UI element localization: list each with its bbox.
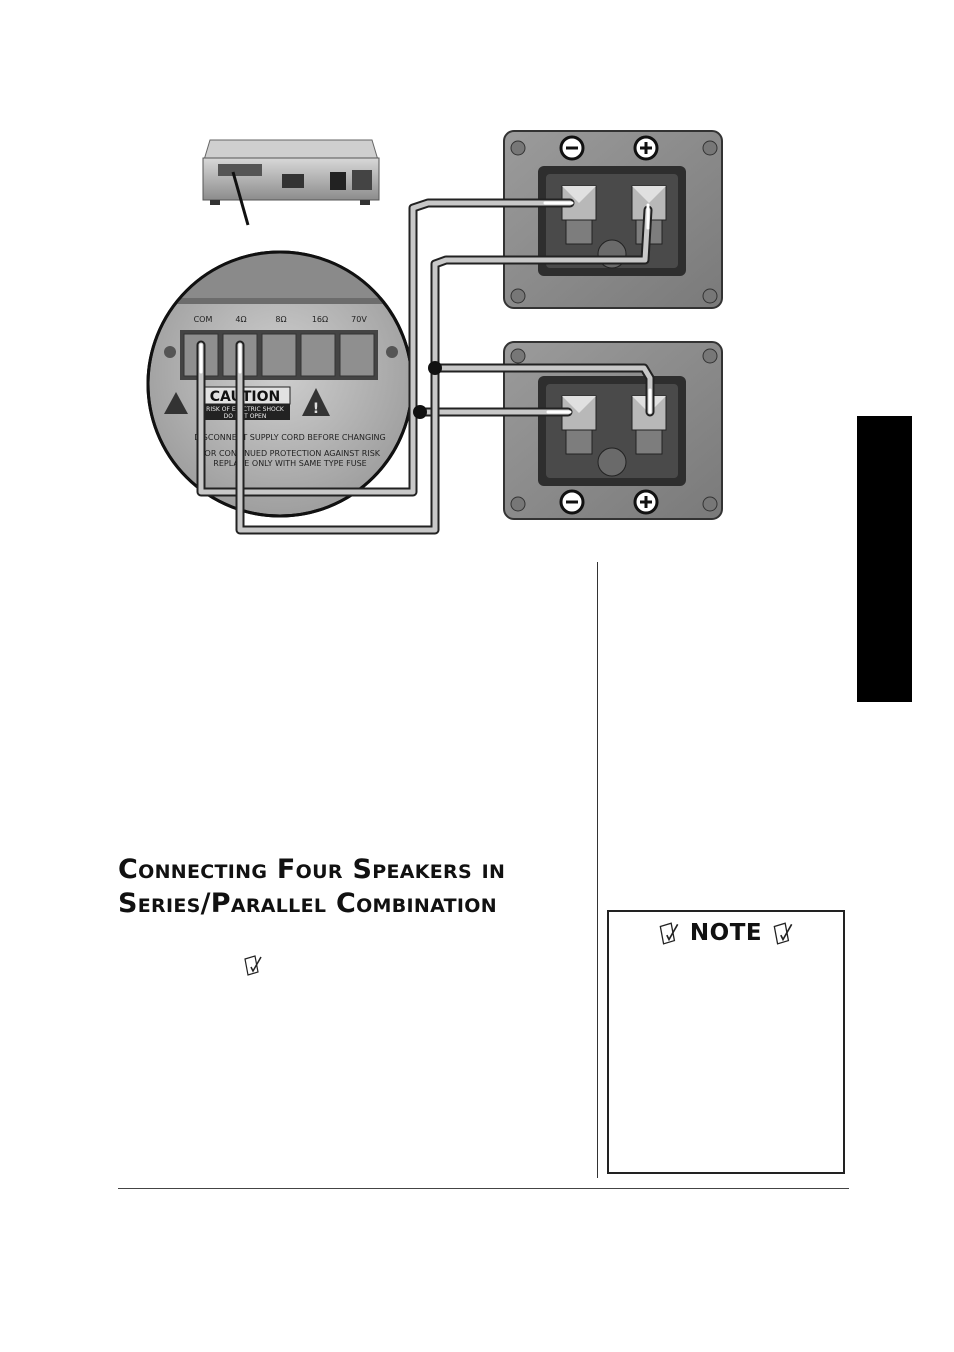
terminal-label-70v: 70V xyxy=(351,315,367,324)
warning-line-1: DISCONNECT SUPPLY CORD BEFORE CHANGING xyxy=(194,433,385,442)
speaker-2-negative-terminal xyxy=(561,395,597,455)
terminal-label-8ohm: 8Ω xyxy=(275,315,286,324)
warning-triangle-left-icon xyxy=(164,392,188,414)
caution-line-1: RISK OF ELECTRIC SHOCK xyxy=(206,406,285,413)
section-thumb-tab xyxy=(857,416,912,702)
page-bottom-rule xyxy=(118,1188,849,1189)
terminal-magnifier: COM 4Ω 8Ω 16Ω 70V CAUTION RISK OF ELECTR… xyxy=(146,250,414,518)
speaker-wires xyxy=(196,198,655,535)
caution-title: CAUTION xyxy=(210,389,280,405)
leader-line xyxy=(231,171,250,226)
column-divider xyxy=(597,562,598,1178)
section-heading-line-2: Series/Parallel Combination xyxy=(118,888,497,919)
speaker-terminal-1 xyxy=(503,130,723,309)
note-box: NOTE xyxy=(607,910,845,1174)
warning-line-2: FOR CONTINUED PROTECTION AGAINST RISK xyxy=(200,449,381,458)
terminal-block xyxy=(183,333,375,377)
amplifier-unit xyxy=(202,139,380,205)
speaker-1-negative-terminal xyxy=(561,185,597,245)
svg-text:!: ! xyxy=(313,401,319,417)
note-icon xyxy=(244,955,262,976)
terminal-label-4ohm: 4Ω xyxy=(235,315,246,324)
warning-triangle-right-icon xyxy=(302,388,330,416)
section-heading-line-1: Connecting Four Speakers in xyxy=(118,854,506,885)
note-title: NOTE xyxy=(689,920,763,946)
warning-line-3: REPLACE ONLY WITH SAME TYPE FUSE xyxy=(213,459,366,468)
terminal-label-com: COM xyxy=(194,315,213,324)
terminal-label-16ohm: 16Ω xyxy=(312,315,328,324)
junction-dot xyxy=(428,361,442,375)
note-icon xyxy=(659,922,679,945)
caution-line-2: DO NOT OPEN xyxy=(224,413,267,420)
section-heading: Connecting Four Speakers in Series/Paral… xyxy=(118,853,578,921)
note-header: NOTE xyxy=(609,918,843,948)
junction-dot xyxy=(413,405,427,419)
note-icon xyxy=(773,922,793,945)
speaker-wiring-diagram: COM 4Ω 8Ω 16Ω 70V CAUTION RISK OF ELECTR… xyxy=(146,130,723,535)
